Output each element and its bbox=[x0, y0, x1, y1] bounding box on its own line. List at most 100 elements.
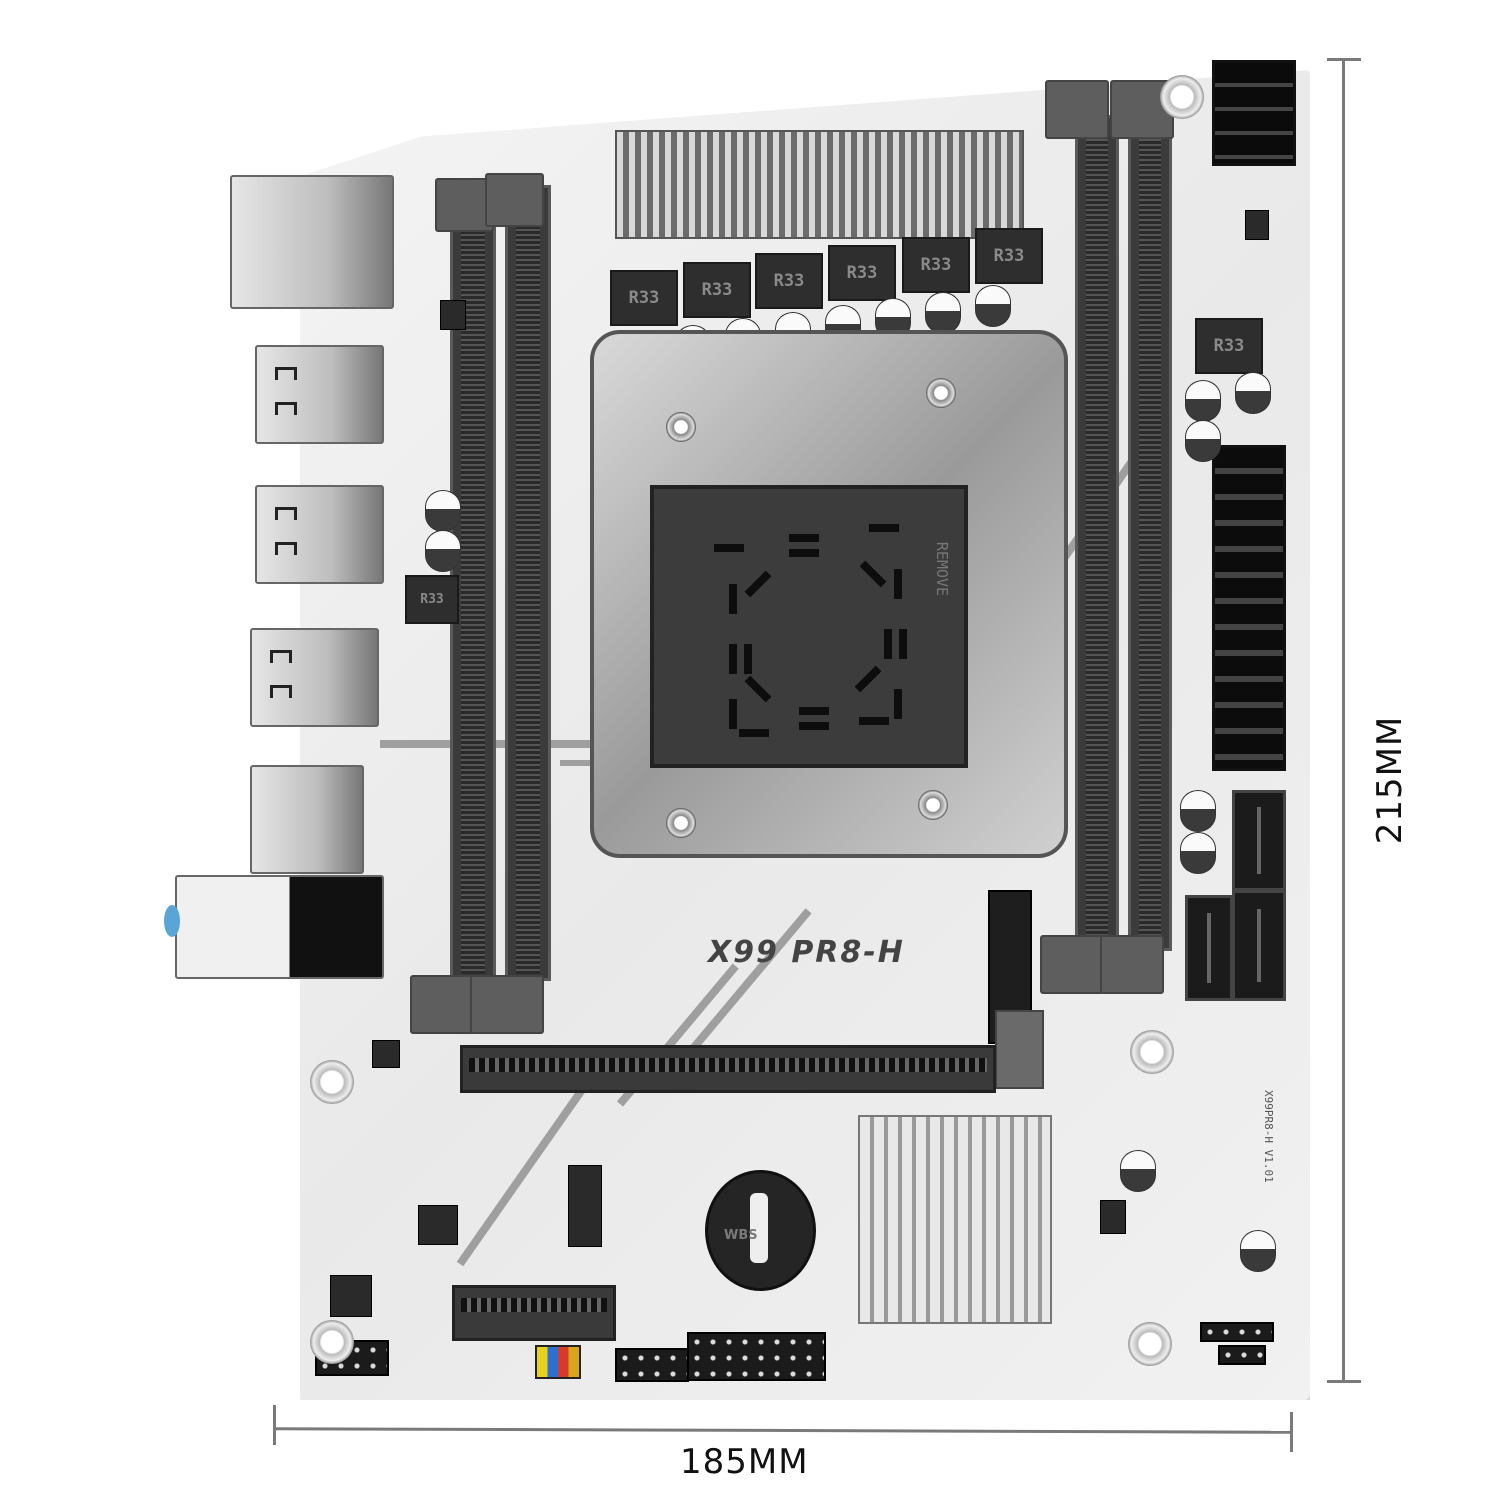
cpu-cover-remove-label: REMOVE bbox=[933, 541, 952, 597]
usb-port bbox=[270, 685, 292, 698]
capacitor bbox=[1185, 420, 1221, 462]
cpu-socket-cover bbox=[650, 485, 968, 768]
battery-holder-marking: WBS bbox=[724, 1228, 758, 1243]
usb-port bbox=[275, 542, 297, 555]
height-dimension-bottom-tick bbox=[1327, 1380, 1361, 1383]
cover-mark bbox=[859, 560, 887, 588]
width-dimension-left-tick bbox=[273, 1405, 276, 1445]
cover-mark bbox=[729, 584, 737, 614]
clear-cmos-jumper bbox=[1218, 1345, 1266, 1365]
mounting-hole bbox=[1130, 1030, 1174, 1074]
cover-mark bbox=[789, 549, 819, 557]
cover-mark bbox=[729, 644, 737, 674]
cover-mark bbox=[799, 722, 829, 730]
vrm-choke: R33 bbox=[683, 262, 751, 318]
capacitor bbox=[1185, 380, 1221, 422]
sata-port-3 bbox=[1232, 890, 1286, 1001]
cover-mark bbox=[789, 534, 819, 542]
socket-screw bbox=[666, 808, 696, 838]
dimm-slot-a2 bbox=[505, 185, 551, 981]
dimm-latch bbox=[485, 173, 544, 227]
cpu-8pin-power-connector bbox=[1212, 60, 1296, 166]
dimm-latch bbox=[470, 975, 544, 1034]
capacitor bbox=[1180, 790, 1216, 832]
vrm-choke: R33 bbox=[610, 270, 678, 326]
mounting-hole bbox=[310, 1320, 354, 1364]
socket-screw bbox=[926, 378, 956, 408]
audio-port-block bbox=[175, 875, 384, 979]
vrm-choke: R33 bbox=[828, 245, 896, 301]
usb-port bbox=[275, 367, 297, 380]
dimm-latch bbox=[1045, 80, 1109, 139]
dimm-latch bbox=[1110, 80, 1174, 139]
sata-port-2 bbox=[1185, 895, 1233, 1001]
ic-chip bbox=[568, 1165, 602, 1247]
socket-screw bbox=[666, 412, 696, 442]
height-dimension-label: 215MM bbox=[1370, 715, 1410, 845]
width-dimension-right-tick bbox=[1290, 1412, 1293, 1452]
usb-port bbox=[275, 402, 297, 415]
cover-mark bbox=[744, 675, 772, 703]
capacitor bbox=[1120, 1150, 1156, 1192]
cover-mark bbox=[799, 707, 829, 715]
vrm-heatsink bbox=[615, 130, 1024, 239]
capacitor bbox=[1240, 1230, 1276, 1272]
ic-chip bbox=[1100, 1200, 1126, 1234]
pcie-x16-slot bbox=[460, 1045, 996, 1093]
mounting-hole bbox=[1160, 75, 1204, 119]
capacitor bbox=[925, 292, 961, 334]
capacitor bbox=[975, 285, 1011, 327]
ic-chip bbox=[1245, 210, 1269, 240]
capacitor bbox=[1235, 372, 1271, 414]
capacitor bbox=[1180, 832, 1216, 874]
dimm-slot-b2 bbox=[1128, 115, 1172, 951]
cover-mark bbox=[744, 570, 772, 598]
rj45-lan-port bbox=[250, 765, 364, 874]
cover-mark bbox=[739, 729, 769, 737]
mounting-hole bbox=[310, 1060, 354, 1104]
ps2-port bbox=[230, 175, 394, 309]
cover-mark bbox=[899, 629, 907, 659]
height-dimension-line bbox=[1342, 58, 1345, 1383]
ic-chip bbox=[330, 1275, 372, 1317]
cover-mark bbox=[894, 569, 902, 599]
usb-port bbox=[275, 507, 297, 520]
vrm-choke: R33 bbox=[1195, 318, 1263, 374]
atx-24pin-power-connector bbox=[1212, 445, 1286, 771]
usb-stack-3 bbox=[250, 628, 379, 727]
pcie-x1-slot bbox=[452, 1285, 616, 1341]
dimm-latch bbox=[1100, 935, 1164, 994]
capacitor bbox=[425, 490, 461, 532]
cover-mark bbox=[744, 644, 752, 674]
dimm-slot-b1 bbox=[1075, 115, 1119, 951]
cmos-battery-holder: WBS bbox=[705, 1170, 816, 1291]
width-dimension-line bbox=[272, 1427, 1294, 1434]
usb3-header bbox=[687, 1332, 826, 1381]
usb-stack-2 bbox=[255, 485, 384, 584]
cover-mark bbox=[859, 717, 889, 725]
cover-mark bbox=[854, 665, 882, 693]
vrm-choke: R33 bbox=[902, 237, 970, 293]
vrm-choke: R33 bbox=[975, 228, 1043, 284]
usb-stack-1 bbox=[255, 345, 384, 444]
vrm-choke: R33 bbox=[405, 575, 459, 624]
cover-mark bbox=[894, 689, 902, 719]
vrm-choke: R33 bbox=[755, 253, 823, 309]
model-silkscreen: X99 PR8-H bbox=[708, 935, 905, 970]
dimm-latch bbox=[1040, 935, 1104, 994]
audio-jack-blue bbox=[164, 905, 180, 937]
jumper-header bbox=[1200, 1322, 1274, 1342]
capacitor bbox=[425, 530, 461, 572]
mounting-hole bbox=[1128, 1322, 1172, 1366]
pcie-slot-latch bbox=[995, 1010, 1044, 1089]
usb-port bbox=[270, 650, 292, 663]
cover-mark bbox=[869, 524, 899, 532]
cover-mark bbox=[729, 699, 737, 729]
sata-port-1 bbox=[1232, 790, 1286, 891]
width-dimension-label: 185MM bbox=[680, 1442, 809, 1482]
cover-mark bbox=[884, 629, 892, 659]
ic-chip bbox=[440, 300, 466, 330]
f-usb2-header bbox=[615, 1348, 689, 1382]
cover-mark bbox=[714, 544, 744, 552]
ic-chip bbox=[418, 1205, 458, 1245]
